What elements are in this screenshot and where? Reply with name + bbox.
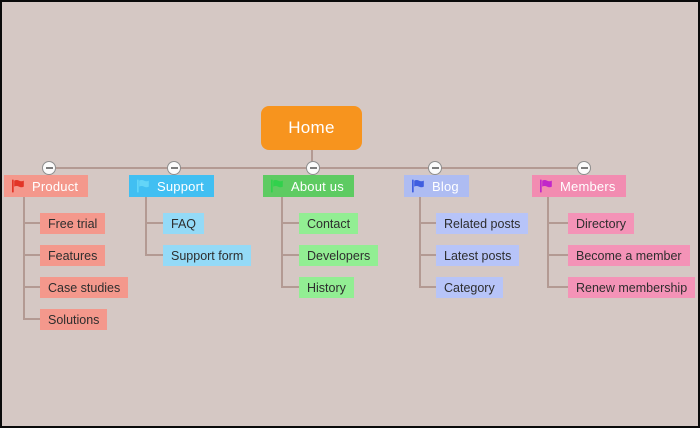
node-case-studies[interactable]: Case studies (40, 277, 129, 298)
node-latest-posts[interactable]: Latest posts (436, 245, 520, 266)
connector-line (419, 196, 421, 288)
node-contact[interactable]: Contact (299, 213, 359, 234)
collapse-minus-icon (580, 167, 588, 169)
branch-label: About us (291, 178, 344, 194)
branch-node-about-us[interactable]: About us (263, 175, 354, 197)
flag-icon (136, 179, 151, 193)
branch-label: Product (32, 178, 79, 194)
connector-line (547, 286, 568, 288)
collapse-minus-icon (170, 167, 178, 169)
node-support-form[interactable]: Support form (163, 245, 252, 266)
node-free-trial[interactable]: Free trial (40, 213, 106, 234)
connector-line (145, 254, 163, 256)
branch-label: Members (560, 178, 616, 194)
collapse-toggle-support[interactable] (167, 161, 181, 175)
collapse-minus-icon (309, 167, 317, 169)
branch-node-blog[interactable]: Blog (404, 175, 469, 197)
connector-line (547, 254, 568, 256)
connector-line (547, 222, 568, 224)
collapse-toggle-blog[interactable] (428, 161, 442, 175)
connector-line (23, 318, 40, 320)
connector-line (145, 196, 147, 256)
node-faq[interactable]: FAQ (163, 213, 205, 234)
connector-line (23, 254, 40, 256)
branch-node-support[interactable]: Support (129, 175, 214, 197)
connector-line (547, 196, 549, 288)
node-category[interactable]: Category (436, 277, 503, 298)
node-developers[interactable]: Developers (299, 245, 379, 266)
branch-node-members[interactable]: Members (532, 175, 626, 197)
connector-line (419, 222, 436, 224)
node-renew-membership[interactable]: Renew membership (568, 277, 696, 298)
collapse-toggle-about-us[interactable] (306, 161, 320, 175)
connector-line (419, 286, 436, 288)
connector-line (281, 222, 299, 224)
branch-label: Support (157, 178, 204, 194)
connector-line (281, 286, 299, 288)
node-related-posts[interactable]: Related posts (436, 213, 529, 234)
collapse-toggle-product[interactable] (42, 161, 56, 175)
branch-node-product[interactable]: Product (4, 175, 89, 197)
flag-icon (270, 179, 285, 193)
node-history[interactable]: History (299, 277, 354, 298)
connector-line (23, 286, 40, 288)
connector-line (281, 196, 283, 288)
flag-icon (11, 179, 26, 193)
connector-line (281, 254, 299, 256)
node-become-a-member[interactable]: Become a member (568, 245, 690, 266)
node-home-label: Home (288, 118, 335, 137)
connector-line (145, 222, 163, 224)
branch-label: Blog (432, 178, 459, 194)
node-solutions[interactable]: Solutions (40, 309, 108, 330)
connector-line (311, 149, 313, 168)
collapse-toggle-members[interactable] (577, 161, 591, 175)
flag-icon (539, 179, 554, 193)
collapse-minus-icon (45, 167, 53, 169)
connector-line (23, 196, 25, 320)
node-home[interactable]: Home (261, 106, 362, 150)
node-directory[interactable]: Directory (568, 213, 635, 234)
connector-line (23, 222, 40, 224)
collapse-minus-icon (431, 167, 439, 169)
node-features[interactable]: Features (40, 245, 106, 266)
connector-line (419, 254, 436, 256)
flag-icon (411, 179, 426, 193)
